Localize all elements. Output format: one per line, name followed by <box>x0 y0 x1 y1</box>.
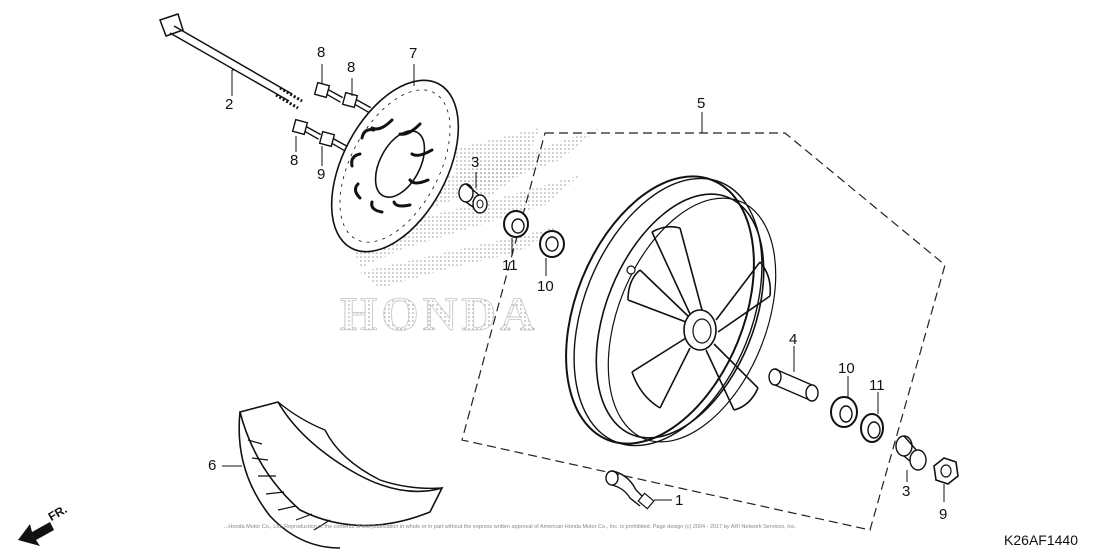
bearing-left <box>539 230 565 258</box>
callout-8-b[interactable]: 8 <box>347 59 356 76</box>
callout-8-c[interactable]: 8 <box>290 152 299 169</box>
callout-2[interactable]: 2 <box>225 96 234 113</box>
callout-8-a[interactable]: 8 <box>317 44 326 61</box>
leader-lines <box>222 64 945 502</box>
tire-valve <box>605 470 655 510</box>
assembly-outline <box>461 132 946 531</box>
copyright-notice: ...Honda Motor Co., Ltd. Reproduction of… <box>223 524 797 530</box>
collar-left <box>458 183 488 214</box>
callout-10-right[interactable]: 10 <box>838 360 855 377</box>
callout-4[interactable]: 4 <box>789 331 798 348</box>
callout-3-left[interactable]: 3 <box>471 154 480 171</box>
dust-seal-right <box>860 413 884 443</box>
callout-6[interactable]: 6 <box>208 457 217 474</box>
callout-11-right[interactable]: 11 <box>869 377 885 394</box>
axle <box>159 13 303 110</box>
callout-11-left[interactable]: 11 <box>502 257 518 274</box>
callout-9[interactable]: 9 <box>939 506 948 523</box>
tire <box>238 401 444 549</box>
callout-10-left[interactable]: 10 <box>537 278 554 295</box>
callout-1[interactable]: 1 <box>675 492 684 509</box>
honda-text-watermark: HONDA <box>340 288 539 341</box>
callout-8-d[interactable]: 9 <box>317 166 326 183</box>
bearing-right <box>830 396 858 428</box>
diagram-code: K26AF1440 <box>1004 532 1078 548</box>
callout-7[interactable]: 7 <box>409 45 418 62</box>
collar-right <box>895 435 927 471</box>
front-direction-arrow <box>18 522 54 546</box>
callout-3-right[interactable]: 3 <box>902 483 911 500</box>
brake-disc <box>330 79 460 253</box>
callout-5[interactable]: 5 <box>697 95 706 112</box>
dust-seal-left <box>503 210 529 238</box>
axle-nut <box>933 457 959 485</box>
wheel <box>565 175 777 447</box>
disc-bolts <box>291 81 372 152</box>
distance-collar <box>768 368 819 402</box>
